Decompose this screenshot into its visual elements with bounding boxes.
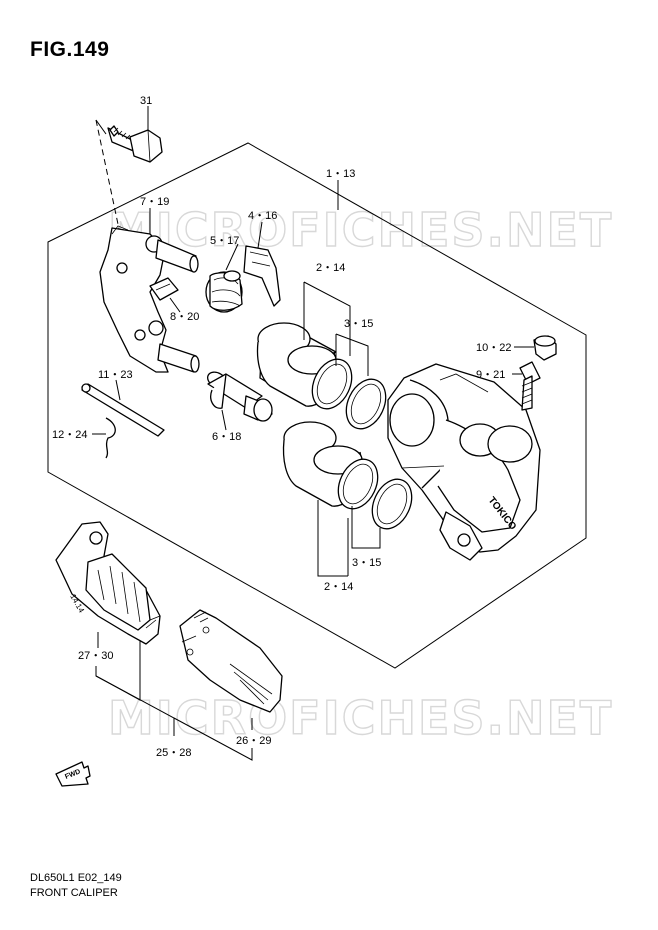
leader-11-23 [115,379,121,401]
callout-31: 31 [140,95,152,107]
leader-3-15-bottom [351,506,381,549]
leader-5-17 [225,243,239,271]
callout-2-14-top: 2・14 [316,262,345,274]
figure-caption: FRONT CALIPER [30,887,118,899]
bleeder-screw-9-21[interactable] [519,361,541,411]
model-code: DL650L1 E02_149 [30,872,122,884]
piston-seal-upper-3-15[interactable] [305,353,394,435]
bracket-clip-8-20[interactable] [149,277,179,301]
callout-25-28: 25・28 [156,747,191,759]
leader-4-16 [257,221,263,249]
callout-2-14-bottom: 2・14 [324,581,353,593]
callout-4-16: 4・16 [248,210,277,222]
callout-8-20: 8・20 [170,311,199,323]
caliper-body-1-13[interactable]: TOKICO [387,363,541,561]
callout-3-15-top: 3・15 [344,318,373,330]
watermark-top: MICROFICHES.NET [108,203,613,257]
pad-shim-26-29[interactable] [179,609,283,713]
forward-arrow-icon: FWD [55,761,91,787]
leader-2-14-bottom [317,500,348,577]
callout-10-22: 10・22 [476,342,511,354]
slide-pin-6-18[interactable] [205,369,273,422]
callout-5-17: 5・17 [210,235,239,247]
leader-6-18 [221,409,227,431]
callout-26-29: 26・29 [236,735,271,747]
pin-boot-5-17[interactable] [205,270,243,313]
bleeder-cap-10-22[interactable] [533,335,557,361]
caliper-bracket-7-19[interactable] [99,225,200,373]
leader-3-15-top-b [335,333,369,376]
pad-spring-4-16[interactable] [243,245,281,307]
brake-pad-27-30[interactable]: 14.14 [55,521,161,645]
callout-27-30: 27・30 [78,650,113,662]
callout-12-24: 12・24 [52,429,87,441]
callout-7-19: 7・19 [140,196,169,208]
mounting-bolt-31[interactable] [107,125,163,163]
pad-pin-11-23[interactable] [81,383,165,437]
watermark-bottom: MICROFICHES.NET [108,691,613,745]
callout-3-15-bottom: 3・15 [352,557,381,569]
assembly-outline [47,142,587,669]
callout-11-23: 11・23 [98,369,133,381]
callout-9-21: 9・21 [476,369,505,381]
callout-6-18: 6・18 [212,431,241,443]
piston-upper-2-14[interactable] [256,322,339,407]
leader-25-28-b [173,717,253,761]
callout-1-13: 1・13 [326,168,355,180]
piston-seal-lower-3-15[interactable] [331,453,420,535]
pin-clip-12-24[interactable] [105,417,116,459]
figure-title: FIG.149 [30,38,110,61]
guide-tick [95,119,107,135]
leader-8-20 [169,297,181,313]
